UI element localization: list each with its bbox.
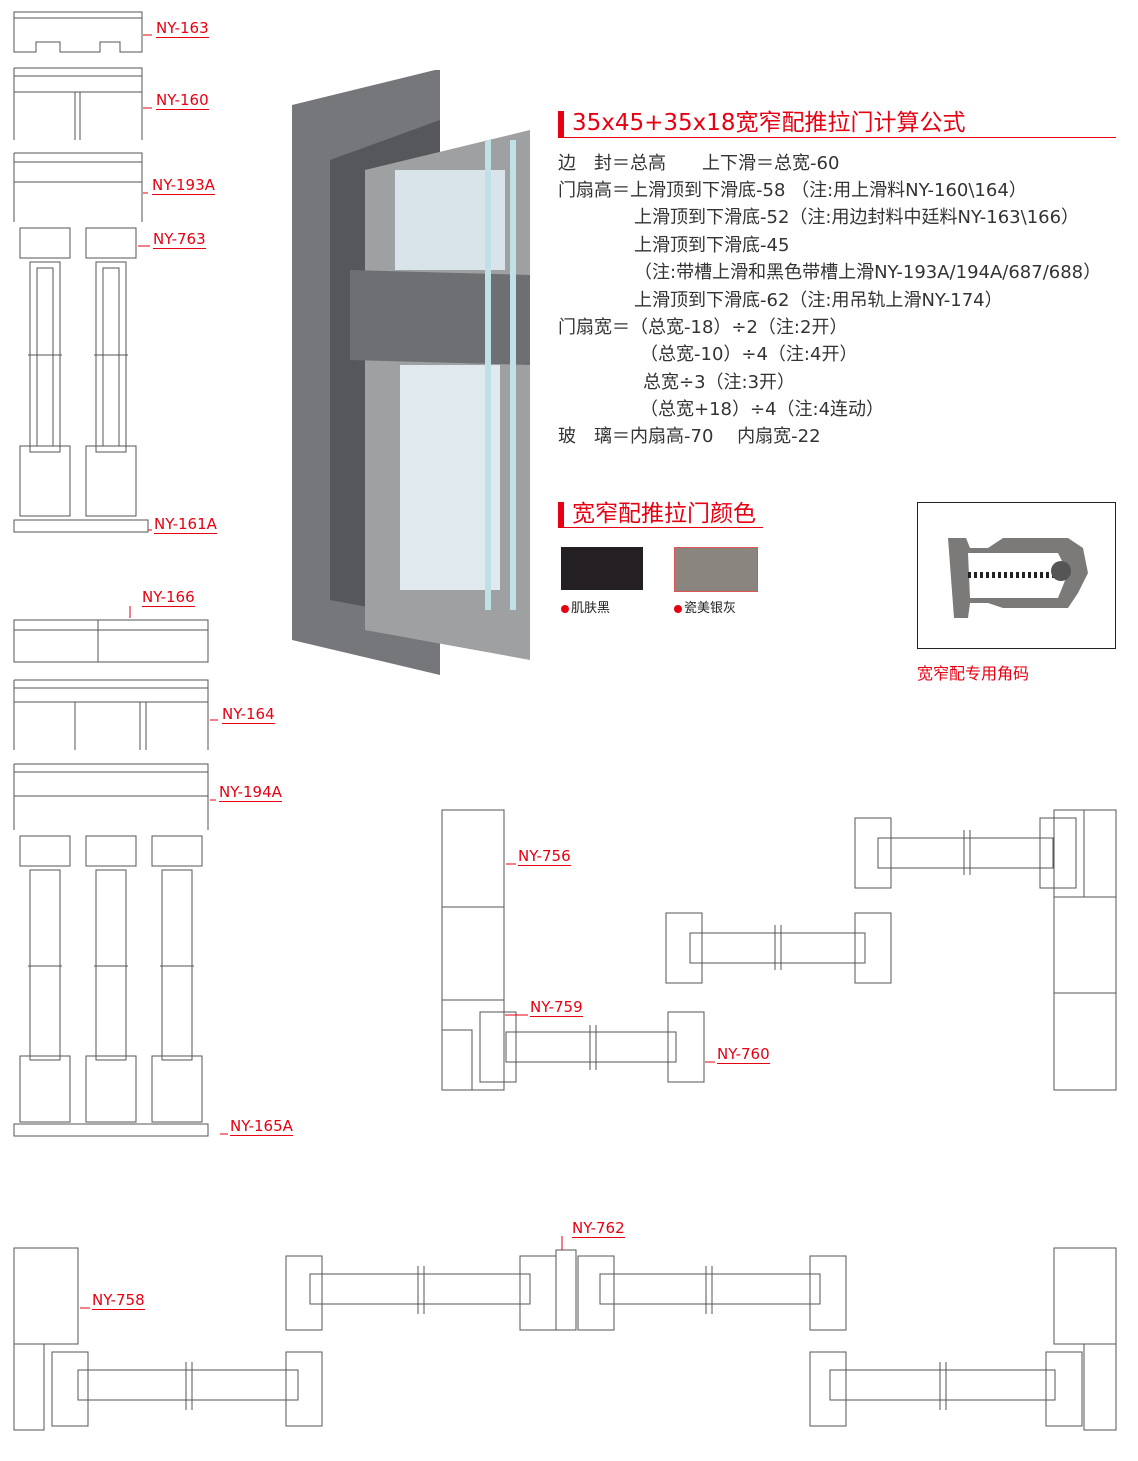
swatch-black (561, 547, 643, 590)
label-ny161a: NY-161A (154, 515, 217, 534)
formula-line: （总宽+18）÷4（注:4连动） (640, 399, 885, 420)
label-ny756: NY-756 (518, 847, 571, 866)
formula-title-underline (558, 137, 1116, 138)
profile-ny160-drawing (13, 67, 143, 140)
profile-ny193a-stack-drawing (13, 152, 149, 533)
label-ny160: NY-160 (156, 91, 209, 110)
label-ny760: NY-760 (717, 1045, 770, 1064)
label-ny164: NY-164 (222, 705, 275, 724)
formula-line: 玻 璃＝内扇高-70 内扇宽-22 (558, 426, 821, 447)
label-ny194a: NY-194A (219, 783, 282, 802)
corner-connector-caption: 宽窄配专用角码 (917, 664, 1030, 683)
formula-line: 边 封＝总高 上下滑＝总宽-60 (558, 153, 840, 174)
bullet-icon (674, 604, 682, 613)
profile-ny758-section-drawing (13, 1247, 1117, 1431)
profile-ny164-drawing (13, 679, 209, 750)
formula-line: 门扇高＝上滑顶到下滑底-58 （注:用上滑料NY-160\164） (558, 180, 1027, 201)
label-ny759: NY-759 (530, 998, 583, 1017)
label-ny165a: NY-165A (230, 1117, 293, 1136)
swatch-label-silver-grey: 瓷美银灰 (674, 597, 736, 616)
profile-ny163-drawing (13, 11, 143, 53)
profile-ny166-drawing (13, 619, 209, 663)
bullet-icon (561, 604, 569, 613)
profile-ny756-section-drawing (441, 809, 1117, 1091)
formula-line: 上滑顶到下滑底-62（注:用吊轨上滑NY-174） (634, 290, 1003, 311)
formula-line: 上滑顶到下滑底-52（注:用边封料中廷料NY-163\166） (634, 207, 1080, 228)
label-ny758: NY-758 (92, 1291, 145, 1310)
formula-line: 上滑顶到下滑底-45 (634, 235, 790, 256)
swatch-label-black: 肌肤黑 (561, 597, 610, 616)
label-ny166: NY-166 (142, 588, 195, 607)
swatch-silver-grey (674, 547, 758, 592)
colors-title-underline (558, 527, 763, 528)
formula-title: 35x45+35x18宽窄配推拉门计算公式 (558, 109, 966, 137)
label-ny763: NY-763 (153, 230, 206, 249)
formula-line: （注:带槽上滑和黑色带槽上滑NY-193A/194A/687/688） (634, 262, 1102, 283)
swatch-name: 瓷美银灰 (684, 601, 737, 616)
formula-line: （总宽-10）÷4（注:4开） (640, 344, 858, 365)
corner-connector-image (948, 538, 1088, 618)
corner-connector-photo (917, 502, 1116, 649)
profile-ny194a-stack-drawing (13, 763, 209, 1137)
label-ny193a: NY-193A (152, 176, 215, 195)
colors-title: 宽窄配推拉门颜色 (558, 500, 756, 528)
formula-line: 门扇宽＝（总宽-18）÷2（注:2开） (558, 317, 848, 338)
window-render-image (292, 70, 530, 675)
label-ny762: NY-762 (572, 1219, 625, 1238)
swatch-name: 肌肤黑 (571, 601, 611, 616)
formula-line: 总宽÷3（注:3开） (643, 372, 796, 393)
label-ny163: NY-163 (156, 19, 209, 38)
